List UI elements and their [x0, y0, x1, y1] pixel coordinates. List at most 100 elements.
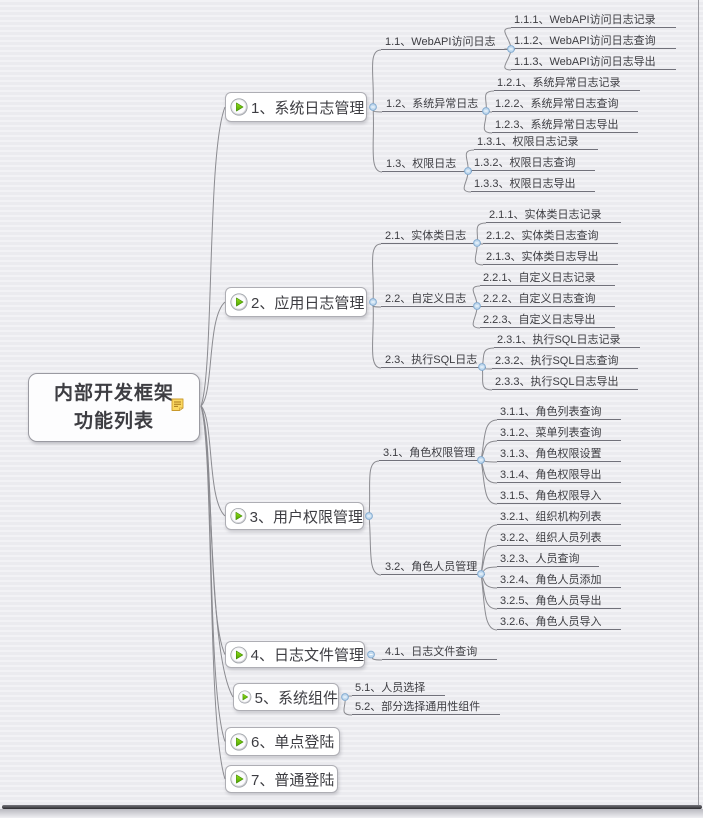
topic-4-1[interactable]: 4.1、日志文件查询 — [382, 644, 498, 660]
topic-label: 3.2.2、组织人员列表 — [500, 532, 602, 544]
topic-3-2-5[interactable]: 3.2.5、角色人员导出 — [497, 593, 622, 609]
topic-label: 2.1、实体类日志 — [385, 230, 467, 242]
topic-label: 2.2.1、自定义日志记录 — [483, 272, 596, 284]
branch-line — [480, 573, 498, 610]
topic-2-2-1[interactable]: 2.2.1、自定义日志记录 — [480, 270, 616, 286]
topic-1[interactable]: 1、系统日志管理 — [225, 92, 367, 122]
topic-5[interactable]: 5、系统组件 — [233, 683, 339, 711]
topic-3-2-6[interactable]: 3.2.6、角色人员导入 — [497, 614, 622, 630]
topic-1-3[interactable]: 1.3、权限日志 — [382, 156, 472, 172]
branch-line — [200, 405, 226, 742]
topic-label: 4、日志文件管理 — [250, 647, 364, 664]
topic-1-2-1[interactable]: 1.2.1、系统异常日志记录 — [494, 75, 641, 91]
branch-line — [343, 696, 353, 716]
note-icon[interactable] — [170, 397, 185, 412]
collapse-marker[interactable] — [341, 693, 349, 701]
topic-3-2[interactable]: 3.2、角色人员管理 — [381, 559, 485, 575]
topic-3-1-3[interactable]: 3.1.3、角色权限设置 — [497, 446, 622, 462]
branch-line — [372, 301, 382, 308]
topic-label: 1.3、权限日志 — [386, 158, 457, 170]
play-marker-icon — [230, 770, 248, 788]
topic-2-2-3[interactable]: 2.2.3、自定义日志导出 — [480, 312, 616, 328]
topic-2-3-1[interactable]: 2.3.1、执行SQL日志记录 — [494, 332, 641, 348]
topic-1-2[interactable]: 1.2、系统异常日志 — [382, 96, 490, 112]
topic-label: 5.2、部分选择通用性组件 — [355, 701, 481, 713]
topic-label: 3.1.4、角色权限导出 — [500, 469, 602, 481]
topic-label: 4.1、日志文件查询 — [385, 646, 478, 658]
topic-2-2[interactable]: 2.2、自定义日志 — [381, 291, 481, 307]
topic-6[interactable]: 6、单点登陆 — [225, 727, 340, 756]
topic-2-3-2[interactable]: 2.3.2、执行SQL日志查询 — [492, 353, 639, 369]
branch-line — [463, 170, 472, 193]
topic-3-2-2[interactable]: 3.2.2、组织人员列表 — [497, 530, 622, 546]
canvas-bottom-edge — [2, 805, 702, 809]
topic-2-3-3[interactable]: 2.3.3、执行SQL日志导出 — [492, 374, 639, 390]
collapse-marker[interactable] — [367, 650, 375, 659]
branch-line — [200, 405, 226, 655]
topic-3-2-1[interactable]: 3.2.1、组织机构列表 — [497, 509, 622, 525]
topic-label: 1.1、WebAPI访问日志 — [385, 36, 496, 48]
topic-4[interactable]: 4、日志文件管理 — [225, 641, 365, 668]
branch-line — [200, 301, 226, 407]
branch-line — [474, 242, 484, 266]
topic-label: 2.3.3、执行SQL日志导出 — [495, 376, 619, 388]
play-marker-icon — [238, 690, 252, 704]
topic-1-2-3[interactable]: 1.2.3、系统异常日志导出 — [492, 117, 639, 133]
topic-label: 6、单点登陆 — [251, 734, 335, 751]
branch-line — [372, 106, 383, 113]
topic-2-1-1[interactable]: 2.1.1、实体类日志记录 — [486, 207, 622, 223]
topic-label: 3.1.5、角色权限导入 — [500, 490, 602, 502]
topic-1-1-3[interactable]: 1.1.3、WebAPI访问日志导出 — [511, 54, 676, 70]
topic-3-2-3[interactable]: 3.2.3、人员查询 — [497, 551, 600, 567]
topic-1-2-2[interactable]: 1.2.2、系统异常日志查询 — [492, 96, 639, 112]
topic-2-3[interactable]: 2.3、执行SQL日志 — [381, 352, 486, 368]
topic-5-2[interactable]: 5.2、部分选择通用性组件 — [352, 699, 501, 715]
topic-1-3-2[interactable]: 1.3.2、权限日志查询 — [471, 155, 596, 171]
topic-1-1-1[interactable]: 1.1.1、WebAPI访问日志记录 — [511, 12, 676, 28]
topic-label: 5、系统组件 — [254, 689, 338, 707]
topic-3-1-1[interactable]: 3.1.1、角色列表查询 — [497, 404, 622, 420]
play-marker-icon — [230, 732, 248, 751]
topic-3-2-4[interactable]: 3.2.4、角色人员添加 — [497, 572, 622, 588]
topic-1-1-2[interactable]: 1.1.2、WebAPI访问日志查询 — [511, 33, 676, 49]
play-marker-icon — [230, 508, 247, 524]
branch-line — [200, 106, 226, 407]
root-topic[interactable]: 内部开发框架功能列表 — [28, 373, 200, 442]
topic-label: 1.1.2、WebAPI访问日志查询 — [514, 35, 656, 47]
collapse-marker[interactable] — [369, 103, 377, 111]
collapse-marker[interactable] — [369, 298, 377, 306]
topic-label: 1.3.3、权限日志导出 — [474, 178, 576, 190]
topic-2-1-3[interactable]: 2.1.3、实体类日志导出 — [483, 249, 619, 265]
root-topic-label-line1: 内部开发框架 — [53, 382, 174, 404]
topic-3-1-5[interactable]: 3.1.5、角色权限导入 — [497, 488, 622, 504]
topic-2-1[interactable]: 2.1、实体类日志 — [381, 228, 481, 244]
topic-5-1[interactable]: 5.1、人员选择 — [352, 680, 446, 696]
topic-2[interactable]: 2、应用日志管理 — [225, 287, 367, 317]
branch-line — [480, 459, 498, 484]
topic-3-1[interactable]: 3.1、角色权限管理 — [379, 445, 485, 461]
canvas-right-edge — [698, 0, 699, 806]
topic-label: 1.2.3、系统异常日志导出 — [495, 119, 619, 131]
topic-7[interactable]: 7、普通登陆 — [225, 765, 338, 793]
topic-2-1-2[interactable]: 2.1.2、实体类日志查询 — [483, 228, 619, 244]
play-marker-icon — [230, 98, 248, 116]
topic-label: 1.2、系统异常日志 — [386, 98, 479, 110]
topic-label: 2、应用日志管理 — [251, 294, 365, 312]
topic-label: 2.2、自定义日志 — [385, 293, 467, 305]
topic-2-2-2[interactable]: 2.2.2、自定义日志查询 — [480, 291, 616, 307]
topic-label: 3.1、角色权限管理 — [383, 447, 476, 459]
topic-3-1-4[interactable]: 3.1.4、角色权限导出 — [497, 467, 622, 483]
play-marker-icon — [230, 293, 248, 311]
topic-3[interactable]: 3、用户权限管理 — [225, 502, 364, 530]
topic-3-1-2[interactable]: 3.1.2、菜单列表查询 — [497, 425, 622, 441]
canvas-bottom-shadow — [0, 809, 703, 818]
topic-label: 1.1.3、WebAPI访问日志导出 — [514, 56, 656, 68]
topic-1-3-1[interactable]: 1.3.1、权限日志记录 — [474, 134, 599, 150]
topic-1-3-3[interactable]: 1.3.3、权限日志导出 — [471, 176, 596, 192]
topic-1-1[interactable]: 1.1、WebAPI访问日志 — [381, 34, 515, 50]
branch-line — [368, 515, 382, 576]
topic-label: 2.3、执行SQL日志 — [385, 354, 478, 366]
collapse-marker[interactable] — [365, 512, 373, 520]
topic-label: 1.2.1、系统异常日志记录 — [497, 77, 621, 89]
